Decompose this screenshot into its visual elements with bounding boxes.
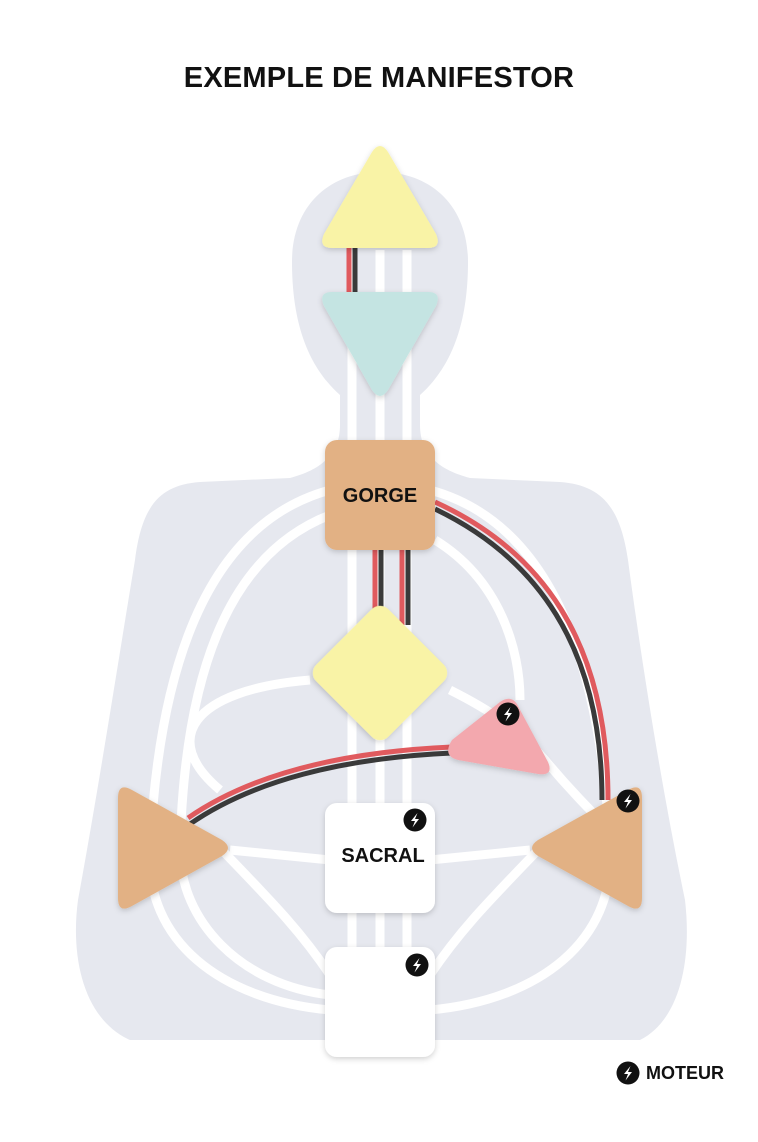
channel-throat-solar-red [433, 499, 611, 801]
center-heart[interactable] [448, 698, 550, 775]
center-solar-plexus[interactable] [532, 787, 642, 909]
center-spleen[interactable] [118, 787, 228, 909]
motor-bolt-icon [403, 808, 427, 832]
channel [426, 844, 544, 978]
legend-label: MOTEUR [646, 1062, 724, 1083]
motor-bolt-icon [496, 702, 520, 726]
center-g[interactable] [308, 601, 452, 745]
active-channels [186, 248, 611, 827]
channel [432, 536, 525, 701]
lightning-bolt-icon [616, 1061, 640, 1085]
center-sacral[interactable] [325, 803, 435, 913]
page-title: EXEMPLE DE MANIFESTOR [183, 62, 575, 94]
throat-label: GORGE [343, 485, 417, 507]
center-root[interactable] [325, 947, 435, 1057]
channel-throat-solar-black [433, 506, 605, 801]
center-throat[interactable] [325, 440, 435, 550]
center-ajna[interactable] [322, 292, 438, 396]
channel [185, 675, 311, 794]
motor-bolt-icon [616, 789, 640, 813]
channel [216, 844, 334, 978]
channel [429, 845, 531, 865]
channel [175, 510, 332, 1000]
center-head[interactable] [322, 146, 438, 248]
sacral-label: SACRAL [341, 845, 424, 867]
channel [229, 845, 331, 865]
motor-bolt-icon [405, 953, 429, 977]
channel-spleen-heart-red [186, 744, 453, 821]
channel-spleen-heart-black [188, 750, 453, 827]
legend: MOTEUR [616, 1061, 724, 1085]
